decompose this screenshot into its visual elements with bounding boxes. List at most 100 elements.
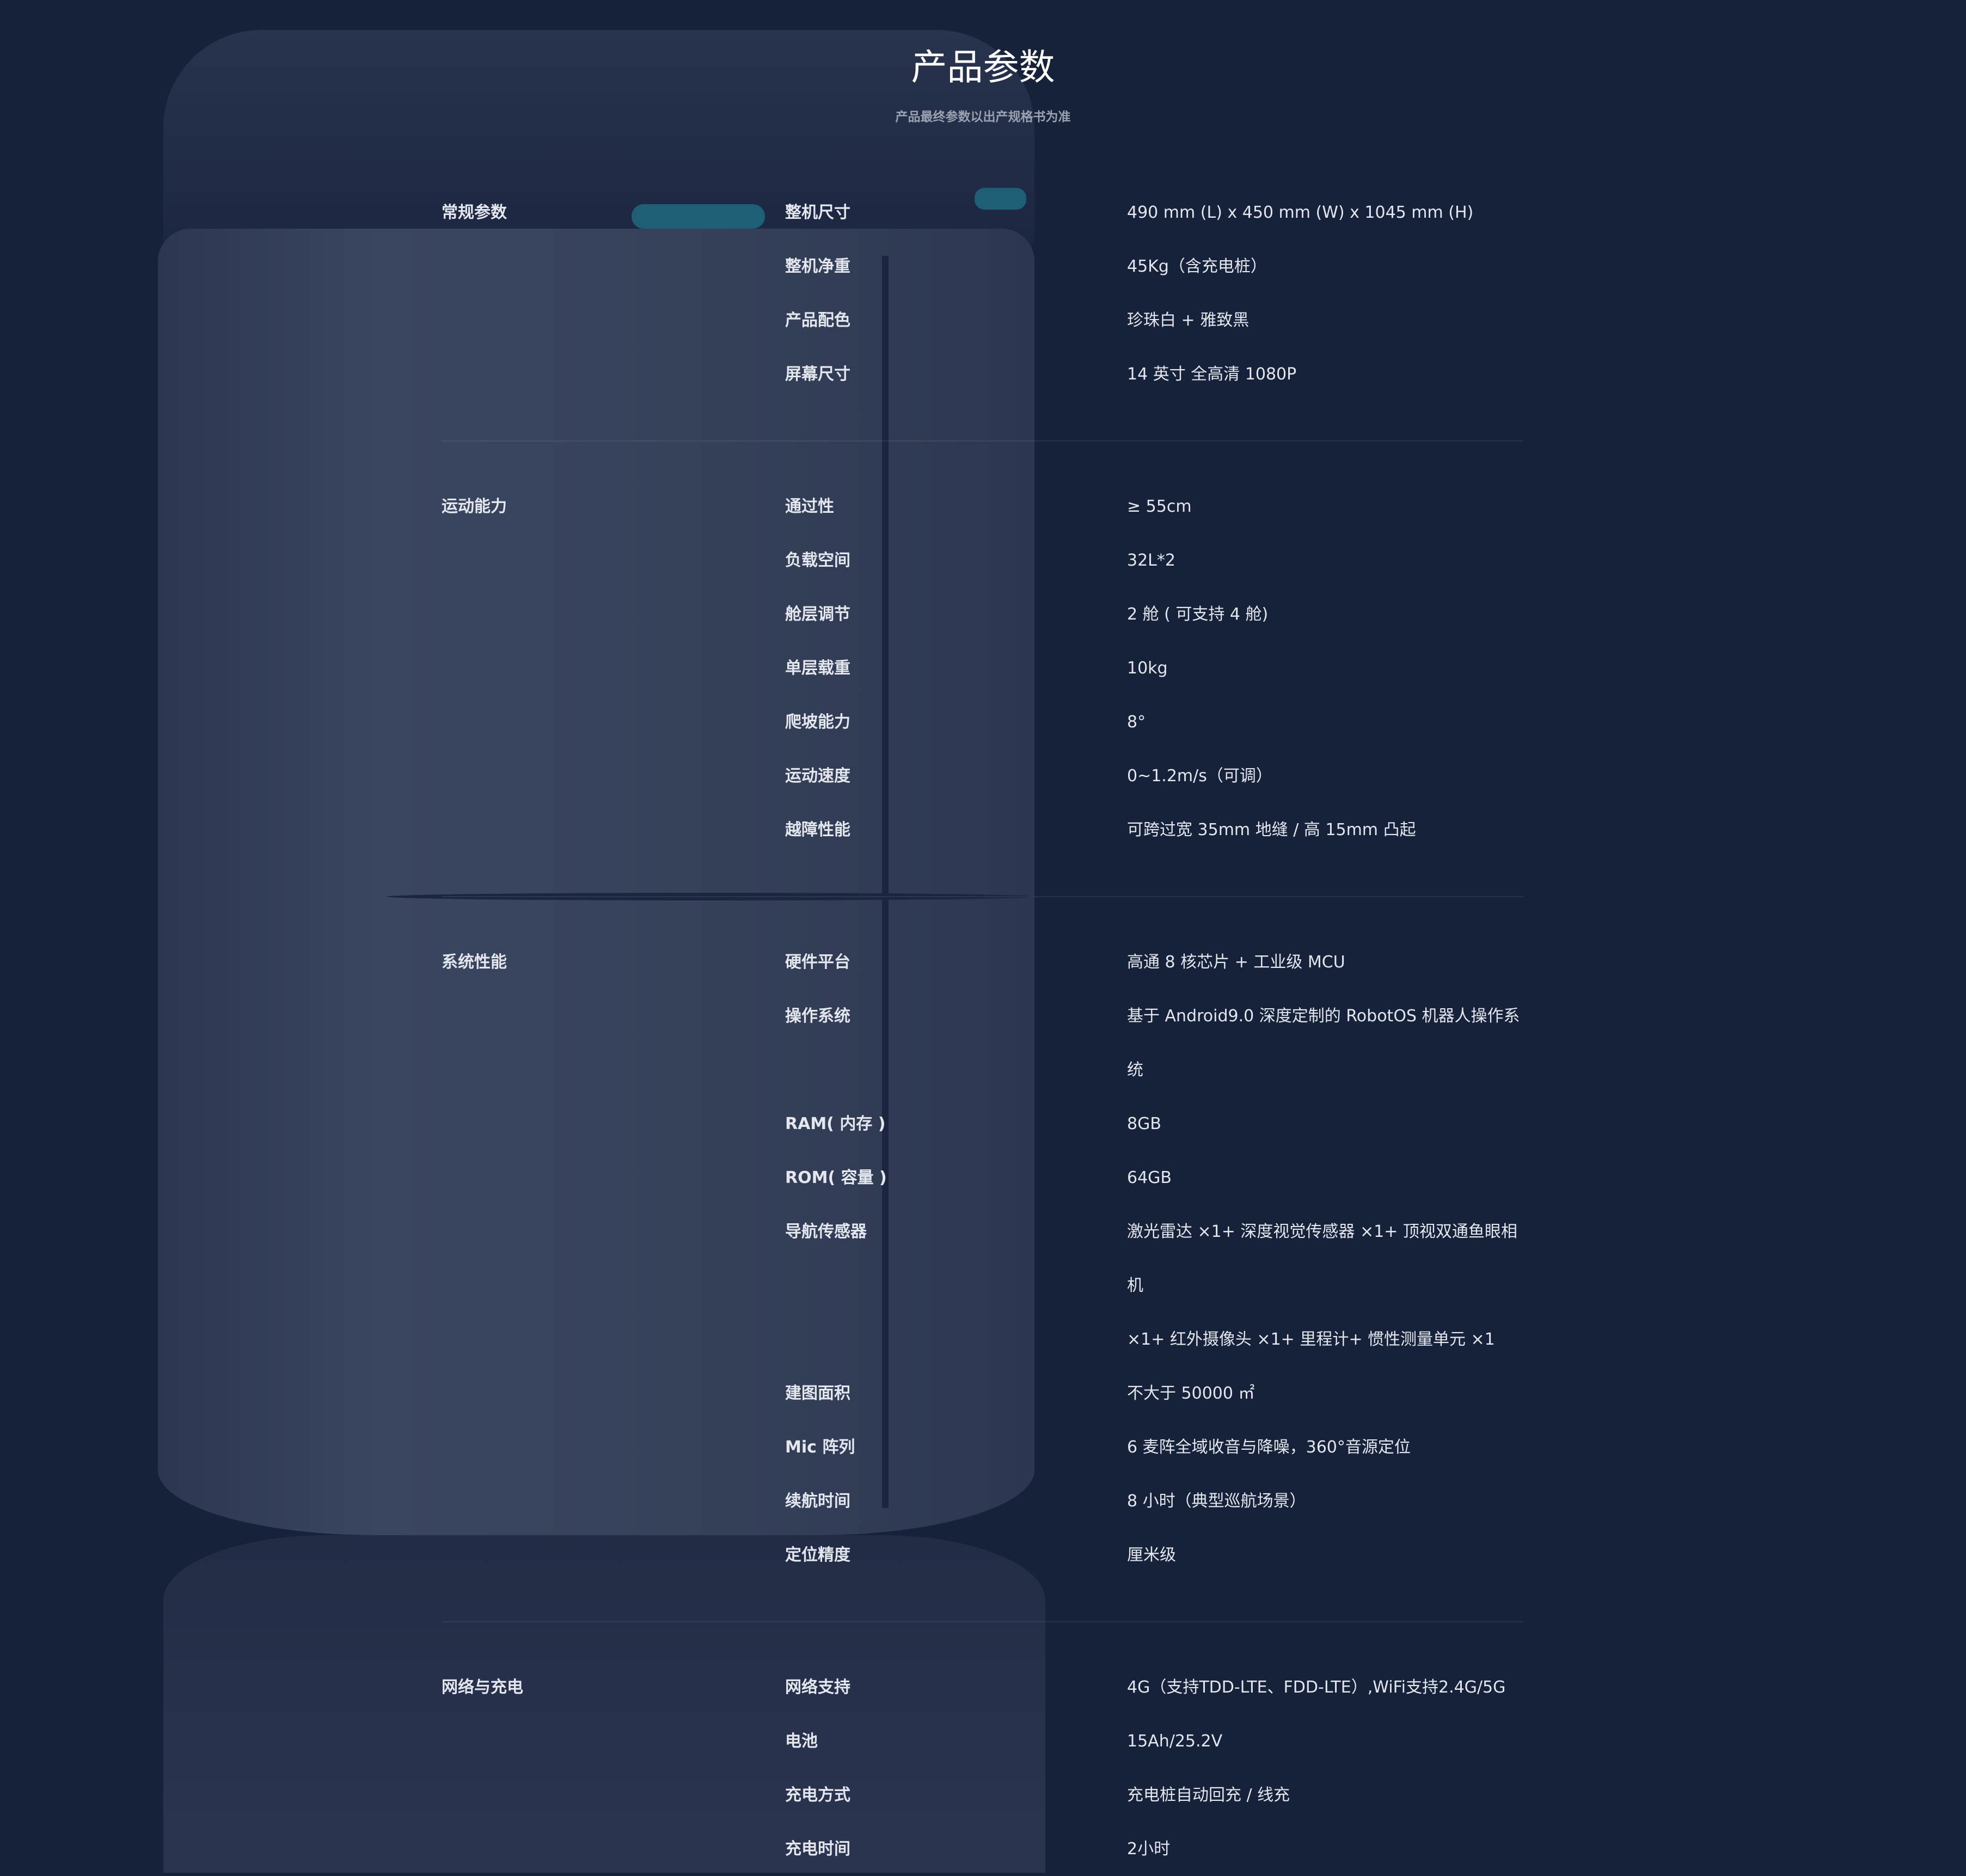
spec-row: 建图面积 不大于 50000 ㎡	[442, 1366, 1523, 1420]
spec-value-line: 可跨过宽 35mm 地缝 / 高 15mm 凸起	[1127, 820, 1416, 839]
spec-value-line: 14 英寸 全高清 1080P	[1127, 365, 1297, 384]
spec-name: 越障性能	[785, 820, 850, 839]
spec-value-line: 15Ah/25.2V	[1127, 1732, 1223, 1751]
spec-value-line: 2小时	[1127, 1840, 1171, 1859]
spec-value: 4G（支持TDD-LTE、FDD-LTE）,WiFi支持2.4G/5G	[1127, 1660, 1523, 1714]
spec-value: 490 mm (L) x 450 mm (W) x 1045 mm (H)	[1127, 186, 1523, 240]
spec-value: 10kg	[1127, 641, 1523, 695]
spec-name: 续航时间	[785, 1492, 850, 1511]
spec-row: 充电方式 充电桩自动回充 / 线充	[442, 1768, 1523, 1822]
spec-section: 常规参数 整机尺寸 490 mm (L) x 450 mm (W) x 1045 m…	[442, 186, 1523, 440]
spec-name: 产品配色	[785, 311, 850, 330]
page-subtitle: 产品最终参数以出产规格书为准	[895, 110, 1071, 124]
spec-value-line: 490 mm (L) x 450 mm (W) x 1045 mm (H)	[1127, 203, 1474, 222]
section-category: 运动能力	[442, 497, 507, 516]
spec-table: 常规参数 整机尺寸 490 mm (L) x 450 mm (W) x 1045 m…	[442, 186, 1523, 1876]
spec-value: 基于 Android9.0 深度定制的 RobotOS 机器人操作系统	[1127, 989, 1523, 1097]
spec-value: 2 舱 ( 可支持 4 舱)	[1127, 587, 1523, 641]
spec-row: 整机净重 45Kg（含充电桩）	[442, 240, 1523, 293]
spec-name: 运动速度	[785, 767, 850, 786]
spec-value: 不大于 50000 ㎡	[1127, 1366, 1523, 1420]
spec-row: 定位精度 厘米级	[442, 1528, 1523, 1582]
spec-value-line: 45Kg（含充电桩）	[1127, 257, 1267, 276]
spec-name: 导航传感器	[785, 1222, 867, 1241]
spec-value: 充电桩自动回充 / 线充	[1127, 1768, 1523, 1822]
spec-name: 网络支持	[785, 1678, 850, 1697]
section-category: 常规参数	[442, 203, 507, 222]
spec-name: 通过性	[785, 497, 834, 516]
spec-row: 负载空间 32L*2	[442, 534, 1523, 587]
spec-name: 定位精度	[785, 1546, 850, 1565]
spec-row: 越障性能 可跨过宽 35mm 地缝 / 高 15mm 凸起	[442, 803, 1523, 857]
spec-value: 厘米级	[1127, 1528, 1523, 1582]
spec-row: 整机尺寸 490 mm (L) x 450 mm (W) x 1045 mm (H…	[442, 186, 1523, 240]
spec-value-line: 充电桩自动回充 / 线充	[1127, 1786, 1290, 1805]
spec-value-line: 4G（支持TDD-LTE、FDD-LTE）,WiFi支持2.4G/5G	[1127, 1678, 1506, 1697]
spec-row: 舱层调节 2 舱 ( 可支持 4 舱)	[442, 587, 1523, 641]
spec-value-line: 2 舱 ( 可支持 4 舱)	[1127, 605, 1269, 624]
spec-row: 运动速度 0~1.2m/s（可调）	[442, 749, 1523, 803]
spec-value-line: 6 麦阵全域收音与降噪，360°音源定位	[1127, 1438, 1411, 1457]
spec-value: 可跨过宽 35mm 地缝 / 高 15mm 凸起	[1127, 803, 1523, 857]
spec-name: 硬件平台	[785, 953, 850, 972]
spec-value-line: 64GB	[1127, 1168, 1172, 1187]
spec-name: 充电时间	[785, 1840, 850, 1859]
spec-section: 网络与充电 网络支持 4G（支持TDD-LTE、FDD-LTE）,WiFi支持2.4…	[442, 1621, 1523, 1876]
spec-row: 产品配色 珍珠白 + 雅致黑	[442, 293, 1523, 347]
spec-value: 14 英寸 全高清 1080P	[1127, 347, 1523, 401]
spec-value-line: 10kg	[1127, 659, 1168, 678]
spec-row: 屏幕尺寸 14 英寸 全高清 1080P	[442, 347, 1523, 401]
spec-row: 硬件平台 高通 8 核芯片 + 工业级 MCU	[442, 935, 1523, 989]
spec-name: 充电方式	[785, 1786, 850, 1805]
spec-name: 操作系统	[785, 1007, 850, 1026]
spec-value: 64GB	[1127, 1151, 1523, 1205]
spec-name: 爬坡能力	[785, 713, 850, 732]
spec-row: RAM( 内存 ) 8GB	[442, 1097, 1523, 1151]
spec-value: 32L*2	[1127, 534, 1523, 587]
spec-value-line: 统	[1127, 1060, 1143, 1080]
spec-value-line: 珍珠白 + 雅致黑	[1127, 311, 1250, 330]
spec-name: Mic 阵列	[785, 1438, 855, 1457]
spec-row: 充电时间 2小时	[442, 1822, 1523, 1876]
spec-name: 整机尺寸	[785, 203, 850, 222]
spec-name: 屏幕尺寸	[785, 365, 850, 384]
spec-row: 网络支持 4G（支持TDD-LTE、FDD-LTE）,WiFi支持2.4G/5G	[442, 1660, 1523, 1714]
spec-value: 珍珠白 + 雅致黑	[1127, 293, 1523, 347]
spec-name: ROM( 容量 )	[785, 1168, 887, 1187]
spec-row: 导航传感器 激光雷达 ×1+ 深度视觉传感器 ×1+ 顶视双通鱼眼相机 ×1+ 红外…	[442, 1205, 1523, 1366]
spec-row: ROM( 容量 ) 64GB	[442, 1151, 1523, 1205]
spec-name: 整机净重	[785, 257, 850, 276]
spec-value-line: ≥ 55cm	[1127, 497, 1192, 516]
spec-value-line: 0~1.2m/s（可调）	[1127, 767, 1272, 786]
spec-row: 通过性 ≥ 55cm	[442, 480, 1523, 534]
spec-value-line: 激光雷达 ×1+ 深度视觉传感器 ×1+ 顶视双通鱼眼相机	[1127, 1222, 1517, 1295]
spec-name: RAM( 内存 )	[785, 1114, 886, 1133]
spec-value: 6 麦阵全域收音与降噪，360°音源定位	[1127, 1420, 1523, 1474]
spec-value: 8°	[1127, 695, 1523, 749]
spec-value-line: 8GB	[1127, 1114, 1161, 1133]
spec-value-line: 32L*2	[1127, 551, 1175, 570]
spec-value: 2小时	[1127, 1822, 1523, 1876]
page-title: 产品参数	[911, 46, 1055, 88]
spec-name: 电池	[785, 1732, 818, 1751]
spec-name: 建图面积	[785, 1384, 850, 1403]
spec-value-line: ×1+ 红外摄像头 ×1+ 里程计+ 惯性测量单元 ×1	[1127, 1330, 1495, 1349]
spec-row: 电池 15Ah/25.2V	[442, 1714, 1523, 1768]
spec-row: 操作系统 基于 Android9.0 深度定制的 RobotOS 机器人操作系统	[442, 989, 1523, 1097]
spec-name: 负载空间	[785, 551, 850, 570]
spec-value-line: 厘米级	[1127, 1546, 1176, 1565]
spec-value: 0~1.2m/s（可调）	[1127, 749, 1523, 803]
section-category: 网络与充电	[442, 1678, 523, 1697]
spec-name: 舱层调节	[785, 605, 850, 624]
spec-section: 运动能力 通过性 ≥ 55cm 负载空间 32L*2 舱层调节 2 舱 ( 可支持 4 舱)…	[442, 440, 1523, 896]
spec-value: 45Kg（含充电桩）	[1127, 240, 1523, 293]
spec-name: 单层载重	[785, 659, 850, 678]
spec-row: 爬坡能力 8°	[442, 695, 1523, 749]
spec-value: 15Ah/25.2V	[1127, 1714, 1523, 1768]
spec-value-line: 高通 8 核芯片 + 工业级 MCU	[1127, 953, 1345, 972]
spec-value: 激光雷达 ×1+ 深度视觉传感器 ×1+ 顶视双通鱼眼相机 ×1+ 红外摄像头 ×…	[1127, 1205, 1523, 1366]
spec-row: Mic 阵列 6 麦阵全域收音与降噪，360°音源定位	[442, 1420, 1523, 1474]
spec-value-line: 基于 Android9.0 深度定制的 RobotOS 机器人操作系	[1127, 1007, 1520, 1026]
spec-value: 8GB	[1127, 1097, 1523, 1151]
